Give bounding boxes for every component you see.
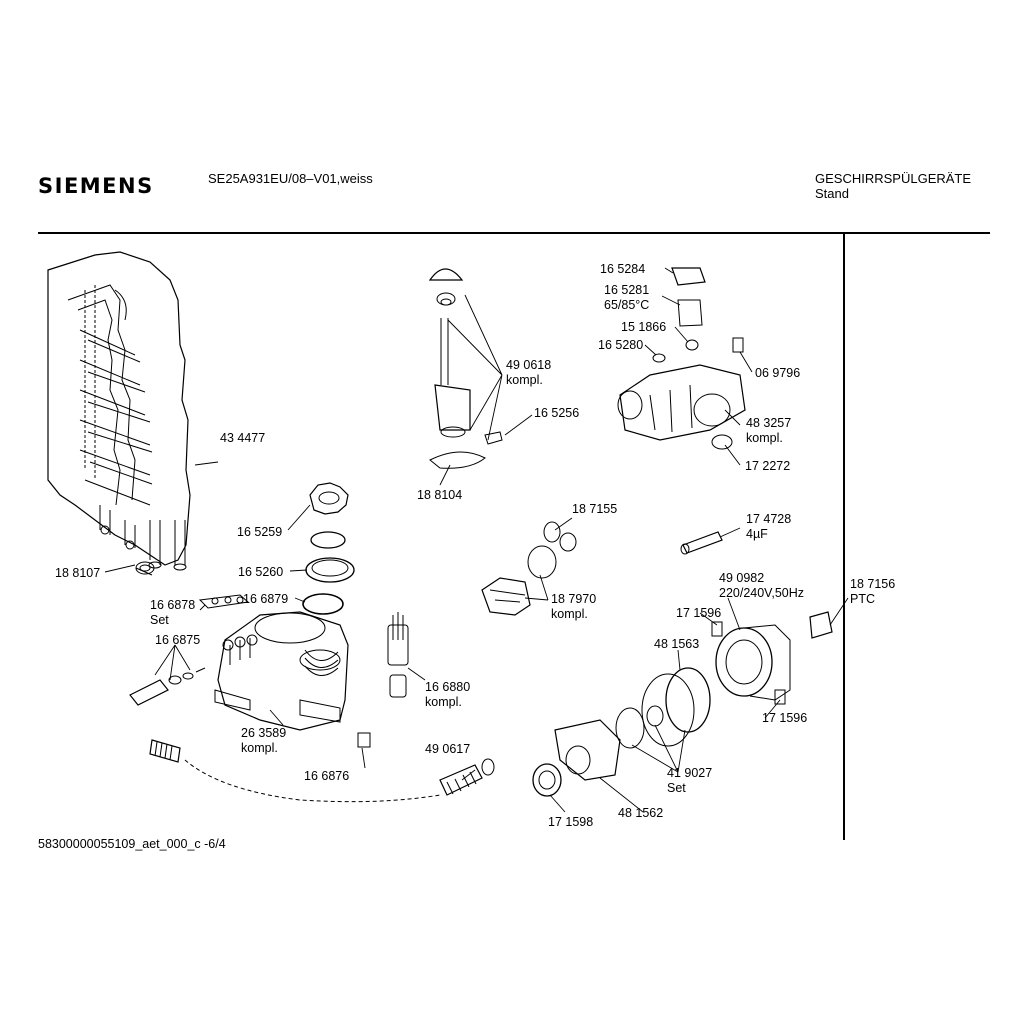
part-label: 17 1596 <box>676 606 722 620</box>
nut-ring-drawing <box>305 557 355 583</box>
category-title: GESCHIRRSPÜLGERÄTE <box>815 171 972 186</box>
brand-logo: SIEMENS <box>38 174 154 198</box>
bushing-drawing <box>527 521 577 579</box>
model-number: SE25A931EU/08–V01,weiss <box>208 171 373 186</box>
strip-set-drawing <box>198 594 250 609</box>
part-label: 16 5260 <box>238 565 284 579</box>
hose-drawing <box>149 739 495 803</box>
header-rule <box>38 232 990 234</box>
part-label: 17 1598 <box>548 815 594 829</box>
o-ring-drawing <box>302 593 344 615</box>
part-label: 18 8107 <box>55 566 101 580</box>
sump-drawing <box>214 611 349 731</box>
leader-lines <box>104 267 849 813</box>
footer-code: 58300000055109_aet_000_c -6/4 <box>38 837 226 851</box>
part-label: 17 1596 <box>762 711 808 725</box>
heater-relay-drawing <box>481 577 531 616</box>
category-subtitle: Stand <box>815 186 849 201</box>
part-label: 18 7155 <box>572 502 618 516</box>
heat-exchanger-drawing <box>47 251 191 571</box>
part-label: 16 6875 <box>155 633 201 647</box>
divider-rule <box>843 234 845 840</box>
seal-ring-drawing <box>310 531 346 549</box>
part-label: 48 1563 <box>654 637 700 651</box>
motor-drawing <box>711 611 833 705</box>
part-label: 15 1866 <box>621 320 667 334</box>
float-switch-drawing <box>387 612 409 698</box>
pump-drawing <box>532 667 711 797</box>
part-label: 18 8104 <box>417 488 463 502</box>
clip-drawing <box>357 732 371 748</box>
clamp-drawing <box>135 561 155 576</box>
part-label: 16 5259 <box>237 525 283 539</box>
part-label: 16 5284 <box>600 262 646 276</box>
part-label: 16 5256 <box>534 406 580 420</box>
part-label: 06 9796 <box>755 366 801 380</box>
part-label: 16 5280 <box>598 338 644 352</box>
part-label: 48 1562 <box>618 806 664 820</box>
part-label: 16 6879 <box>243 592 289 606</box>
capacitor-drawing <box>680 531 723 555</box>
valve-block-drawing <box>617 267 746 450</box>
gear-nut-drawing <box>309 482 349 515</box>
part-label: 17 2272 <box>745 459 791 473</box>
part-label: 43 4477 <box>220 431 266 445</box>
part-label: 49 0617 <box>425 742 471 756</box>
part-label: 16 6876 <box>304 769 350 783</box>
spray-arm-drawing <box>428 268 503 469</box>
valve-drawing <box>129 667 206 706</box>
